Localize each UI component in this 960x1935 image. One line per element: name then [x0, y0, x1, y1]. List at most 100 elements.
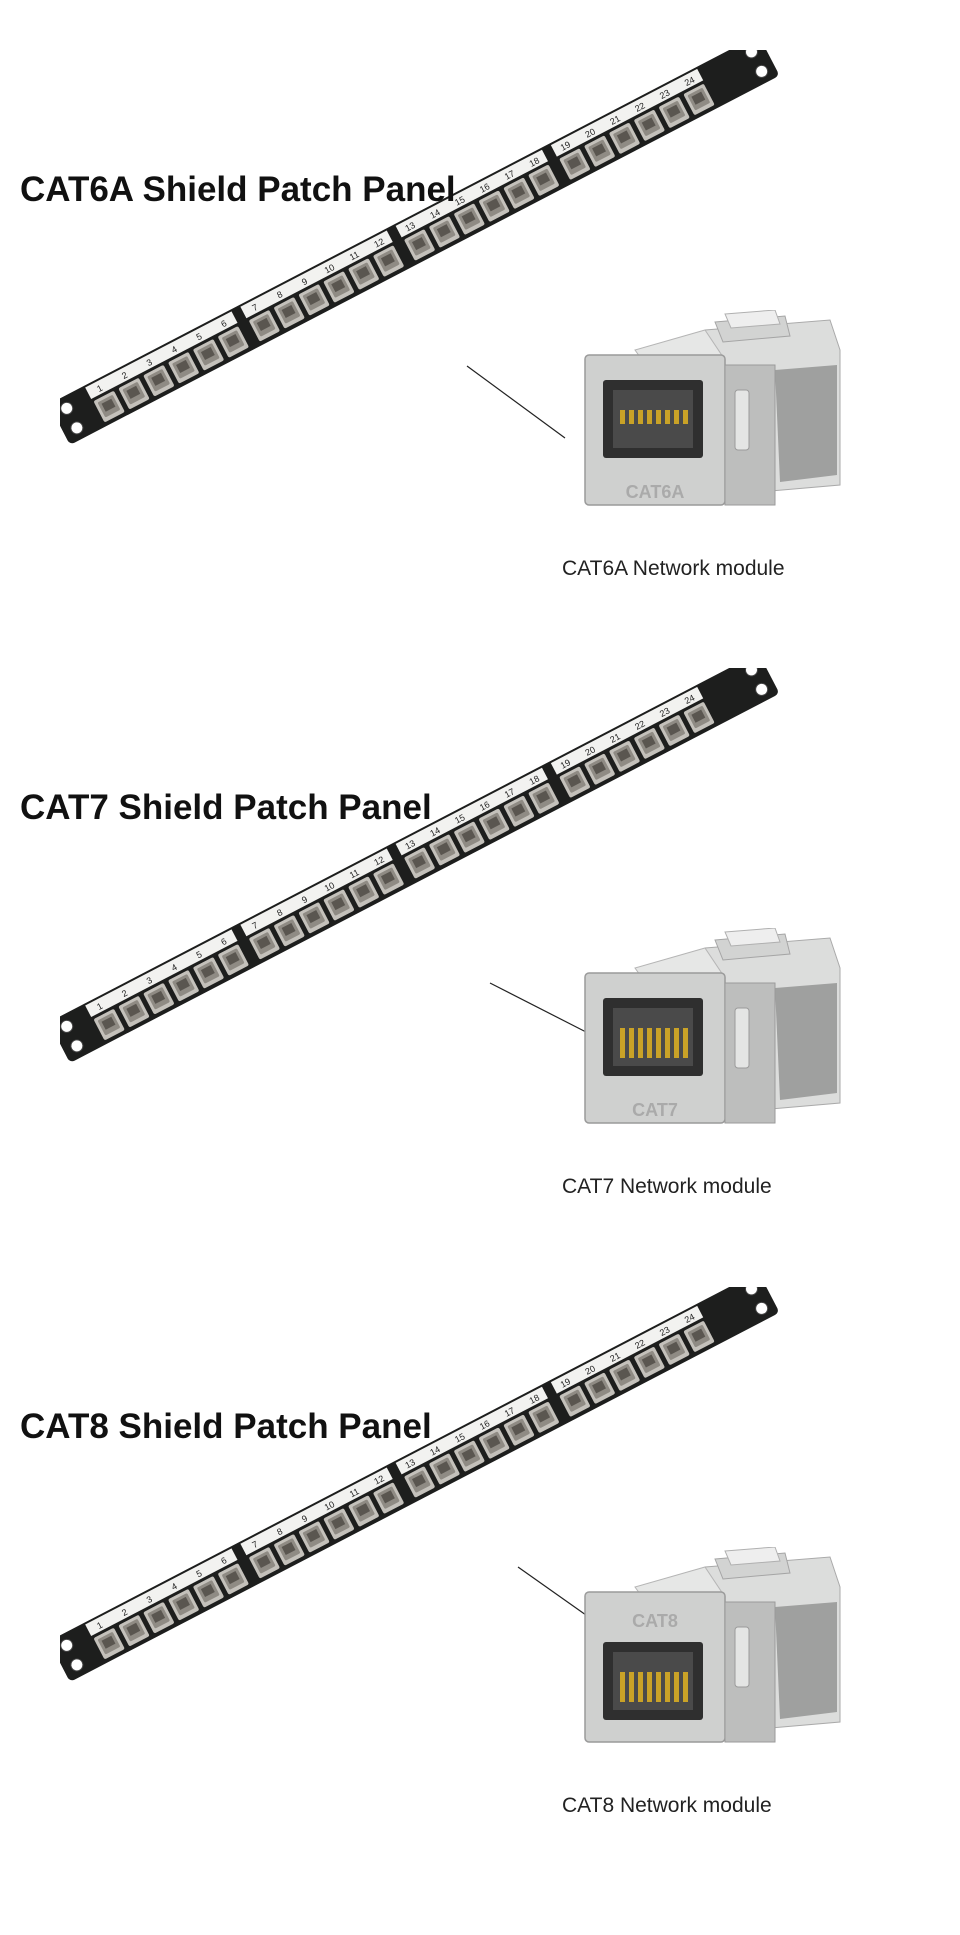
module-marking: CAT7 [632, 1100, 678, 1120]
port-number: 17 [503, 786, 517, 799]
port-number: 8 [275, 1526, 284, 1537]
port-number: 19 [559, 1376, 573, 1389]
port-number: 7 [250, 1539, 259, 1550]
port-number: 15 [453, 1431, 467, 1444]
section-title: CAT7 Shield Patch Panel [20, 788, 432, 827]
port-number: 19 [559, 139, 573, 152]
port-number: 11 [348, 867, 361, 880]
port-number: 23 [658, 88, 672, 101]
contact-pin [620, 1672, 625, 1702]
port-number: 11 [348, 1486, 361, 1499]
port-number: 24 [683, 75, 697, 88]
port-number: 2 [120, 370, 129, 381]
contact-pin [683, 410, 688, 424]
port-number: 9 [300, 1513, 309, 1524]
port-number: 16 [478, 799, 492, 812]
contact-pin [638, 410, 643, 424]
port-number: 13 [403, 838, 417, 851]
contact-pin [638, 1672, 643, 1702]
contact-pin [629, 410, 634, 424]
port-number: 9 [300, 894, 309, 905]
port-number: 1 [95, 1620, 104, 1631]
port-number: 12 [372, 854, 386, 867]
port-number: 6 [219, 318, 228, 329]
contact-pin [647, 1028, 652, 1058]
contact-pin [656, 410, 661, 424]
port-number: 8 [275, 907, 284, 918]
port-number: 23 [658, 1325, 672, 1338]
module-marking: CAT8 [632, 1611, 678, 1631]
contact-pin [620, 1028, 625, 1058]
port-number: 3 [145, 357, 154, 368]
port-number: 20 [583, 126, 597, 139]
contact-pin [620, 410, 625, 424]
port-number: 18 [528, 773, 542, 786]
port-number: 4 [170, 344, 179, 355]
port-number: 9 [300, 276, 309, 287]
contact-pin [665, 1028, 670, 1058]
shielded-keystone-jack-icon: CAT7 [584, 928, 841, 1124]
port-number: 21 [608, 1350, 622, 1363]
port-number: 21 [608, 731, 622, 744]
contact-pin [647, 410, 652, 424]
module-caption: CAT6A Network module [562, 557, 785, 580]
contact-pin [674, 1028, 679, 1058]
contact-pin [683, 1028, 688, 1058]
port-number: 22 [633, 100, 647, 113]
port-number: 15 [453, 812, 467, 825]
port-number: 13 [403, 220, 417, 233]
port-number: 6 [219, 1555, 228, 1566]
port-number: 1 [95, 383, 104, 394]
contact-pin [683, 1672, 688, 1702]
port-number: 14 [428, 207, 442, 220]
port-number: 18 [528, 1392, 542, 1405]
port-number: 17 [503, 1405, 517, 1418]
module-caption: CAT8 Network module [562, 1794, 772, 1817]
port-number: 16 [478, 181, 492, 194]
contact-pin [629, 1672, 634, 1702]
port-number: 14 [428, 825, 442, 838]
port-number: 5 [195, 331, 204, 342]
port-number: 14 [428, 1444, 442, 1457]
port-number: 7 [250, 302, 259, 313]
port-number: 23 [658, 706, 672, 719]
port-number: 22 [633, 1337, 647, 1350]
port-number: 5 [195, 1568, 204, 1579]
section-title: CAT6A Shield Patch Panel [20, 170, 456, 209]
port-number: 24 [683, 693, 697, 706]
module-marking: CAT6A [626, 482, 685, 502]
port-number: 3 [145, 1594, 154, 1605]
contact-pin [674, 1672, 679, 1702]
port-number: 12 [372, 236, 386, 249]
port-number: 6 [219, 936, 228, 947]
port-number: 10 [323, 880, 337, 893]
section-title: CAT8 Shield Patch Panel [20, 1407, 432, 1446]
port-number: 16 [478, 1418, 492, 1431]
port-number: 1 [95, 1001, 104, 1012]
contact-pin [665, 410, 670, 424]
port-number: 11 [348, 249, 361, 262]
port-number: 2 [120, 988, 129, 999]
port-number: 17 [503, 168, 517, 181]
port-number: 19 [559, 757, 573, 770]
contact-pin [638, 1028, 643, 1058]
shielded-keystone-jack-icon: CAT6A [584, 310, 841, 506]
port-number: 8 [275, 289, 284, 300]
port-number: 10 [323, 1499, 337, 1512]
shielded-keystone-jack-icon: CAT8 [584, 1547, 841, 1743]
port-number: 12 [372, 1473, 386, 1486]
contact-pin [665, 1672, 670, 1702]
port-number: 15 [453, 194, 467, 207]
contact-pin [647, 1672, 652, 1702]
port-number: 5 [195, 949, 204, 960]
contact-pin [674, 410, 679, 424]
contact-pin [629, 1028, 634, 1058]
contact-pin [656, 1672, 661, 1702]
port-number: 4 [170, 962, 179, 973]
module-caption: CAT7 Network module [562, 1175, 772, 1198]
port-number: 13 [403, 1457, 417, 1470]
contact-pin [656, 1028, 661, 1058]
